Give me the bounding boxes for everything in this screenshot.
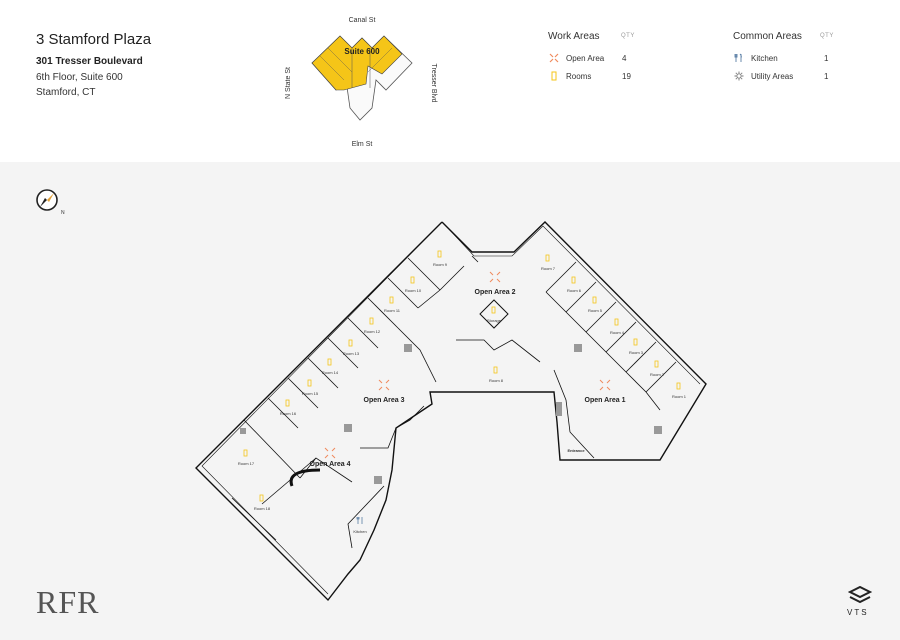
street-north: Canal St xyxy=(349,17,376,24)
label-room-13: Room 13 xyxy=(343,351,360,356)
legend-rooms-label: Rooms xyxy=(566,72,592,81)
compass: N xyxy=(36,189,65,216)
utility-icon xyxy=(734,71,744,81)
label-room-4: Room 4 xyxy=(610,330,625,335)
floor-plan-labels: Open Area 1 Open Area 2 Open Area 3 Open… xyxy=(238,250,687,534)
kitchen-marker-icon xyxy=(356,517,363,524)
street-west: N State St xyxy=(285,67,292,99)
floor-plan-area xyxy=(0,162,900,640)
header: 3 Stamford Plaza 301 Tresser Boulevard 6… xyxy=(0,0,900,162)
label-room-10: Room 10 xyxy=(405,288,422,293)
building-floor-suite: 6th Floor, Suite 600 xyxy=(36,72,123,83)
open-area-markers xyxy=(324,271,611,459)
label-open-area-1: Open Area 1 xyxy=(585,397,626,404)
building-city: Stamford, CT xyxy=(36,87,96,98)
label-room-3: Room 3 xyxy=(629,350,644,355)
legend-open-area-qty: 4 xyxy=(622,54,627,63)
key-plan-suite-label: Suite 600 xyxy=(344,47,380,56)
legend-kitchen-label: Kitchen xyxy=(751,54,778,63)
label-room-14: Room 14 xyxy=(322,370,339,375)
legend-utility-label: Utility Areas xyxy=(751,72,794,81)
common-areas-qty-heading: QTY xyxy=(820,33,834,39)
legend-utility-qty: 1 xyxy=(824,72,829,81)
legend-rooms-qty: 19 xyxy=(622,72,631,81)
label-room-17: Room 17 xyxy=(238,461,255,466)
label-room-16: Room 16 xyxy=(280,411,297,416)
label-room-6: Room 6 xyxy=(567,288,582,293)
street-east: Tresser Blvd xyxy=(430,63,437,102)
label-room-15: Room 15 xyxy=(302,391,319,396)
label-room-7: Room 7 xyxy=(541,266,556,271)
label-room-1: Room 1 xyxy=(672,394,687,399)
label-room-18: Room 18 xyxy=(254,506,271,511)
label-room-12: Room 12 xyxy=(364,329,381,334)
exterior-wall-north xyxy=(195,221,707,602)
legend-open-area-label: Open Area xyxy=(566,54,605,63)
legend-kitchen-qty: 1 xyxy=(824,54,829,63)
vts-logo-icon xyxy=(848,586,872,604)
label-entrance: Entrance xyxy=(567,448,585,453)
label-open-area-2: Open Area 2 xyxy=(475,289,516,296)
key-plan: Canal St Elm St N State St Tresser Blvd … xyxy=(285,17,437,148)
kitchen-icon xyxy=(734,53,742,62)
common-areas-heading: Common Areas xyxy=(733,31,802,42)
work-areas-qty-heading: QTY xyxy=(621,33,635,39)
building-street: 301 Tresser Boulevard xyxy=(36,56,143,67)
label-room-5: Room 5 xyxy=(588,308,603,313)
label-kitchen: Kitchen xyxy=(353,529,366,534)
label-open-area-4: Open Area 4 xyxy=(310,461,351,468)
street-south: Elm St xyxy=(352,141,373,148)
vts-logo-text: VTS xyxy=(847,608,869,617)
building-name: 3 Stamford Plaza xyxy=(36,31,152,48)
rfr-logo: RFR xyxy=(36,584,100,620)
label-room-2: Room 2 xyxy=(650,372,665,377)
room-markers xyxy=(243,250,681,502)
label-room-8: Room 8 xyxy=(489,378,504,383)
label-room-11: Room 11 xyxy=(384,308,401,313)
label-storage: Storage xyxy=(487,318,502,323)
compass-north-label: N xyxy=(61,210,65,216)
room-icon xyxy=(551,71,557,81)
label-open-area-3: Open Area 3 xyxy=(364,397,405,404)
label-room-9: Room 9 xyxy=(433,262,448,267)
work-areas-heading: Work Areas xyxy=(548,31,600,42)
open-area-icon xyxy=(549,53,559,63)
